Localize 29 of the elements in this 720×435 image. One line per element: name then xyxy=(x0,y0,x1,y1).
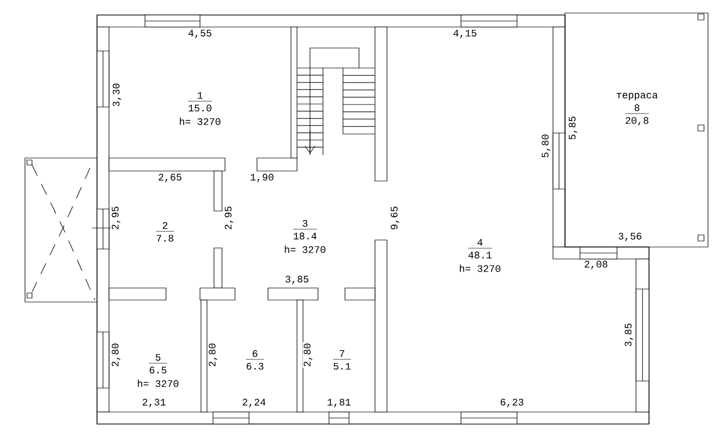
dimension-label: 3,85 xyxy=(624,322,634,348)
dimension-label: 3,30 xyxy=(112,82,122,108)
room-label: 1 15.0 h= 3270 xyxy=(180,92,220,125)
dimension-label: 9,65 xyxy=(390,205,400,231)
room-label: 5 6.5 h= 3270 xyxy=(138,354,178,387)
dimension-label: 5,85 xyxy=(568,115,578,141)
room-label: 6 6.3 xyxy=(246,350,264,370)
dimension-label: 3,85 xyxy=(284,274,310,286)
dimension-label: 6,23 xyxy=(499,398,525,408)
dimension-label: 2,80 xyxy=(208,342,218,368)
dimension-label: 2,80 xyxy=(110,342,122,368)
dimension-label: 2,95 xyxy=(110,205,122,231)
dimension-label: 2,65 xyxy=(157,172,183,184)
room-label: 4 48.1 h= 3270 xyxy=(460,239,500,272)
dimension-label: 2,95 xyxy=(224,205,234,231)
dimension-label: 5,80 xyxy=(540,133,552,159)
dimension-label: 2,80 xyxy=(302,342,314,368)
dimension-label: 3,56 xyxy=(617,232,643,242)
dimension-label: 2,08 xyxy=(583,260,609,270)
dimension-label: 4,55 xyxy=(187,28,213,40)
room-label: 7 5.1 xyxy=(332,350,352,370)
room-label: 2 7.8 xyxy=(156,222,174,242)
dimension-label: 1,81 xyxy=(326,398,352,408)
dimension-label: 4,15 xyxy=(452,28,478,40)
dimension-label: 2,24 xyxy=(241,398,267,408)
dimension-label: 1,90 xyxy=(249,172,275,184)
room-label: 3 18.4 h= 3270 xyxy=(284,220,326,253)
dimension-label: 2,31 xyxy=(141,398,167,408)
room-label: терраса 8 20,8 xyxy=(616,92,658,126)
